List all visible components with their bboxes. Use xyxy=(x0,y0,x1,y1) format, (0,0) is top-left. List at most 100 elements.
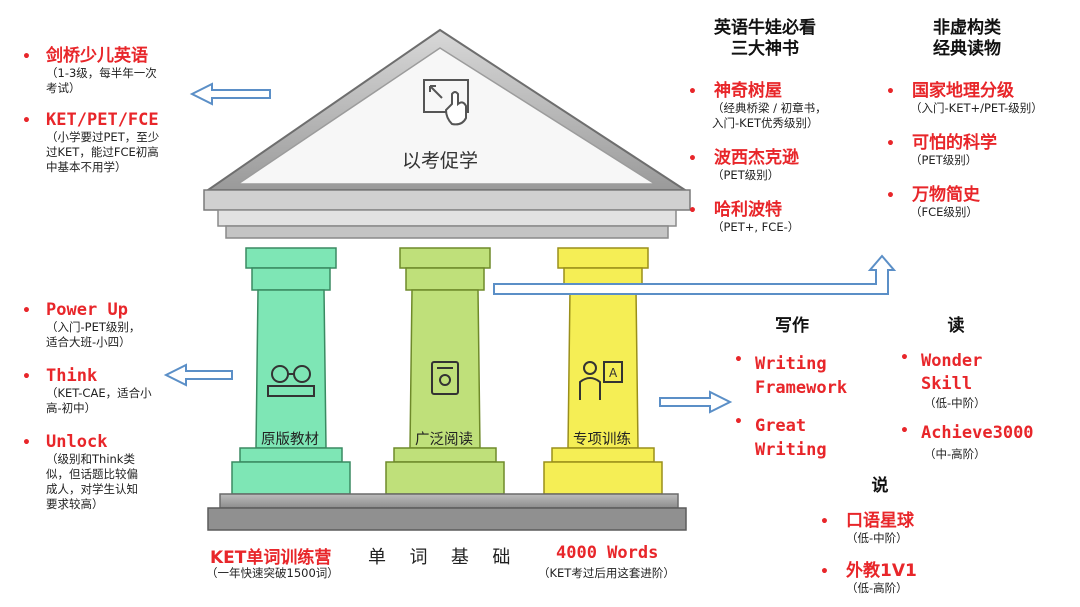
bullet: • xyxy=(900,423,909,439)
bullet: • xyxy=(22,49,31,65)
item-title: 外教1V1 xyxy=(846,561,917,581)
bullet: • xyxy=(22,303,31,319)
teacher-icon: A xyxy=(579,361,623,400)
item-title: Wonder Skill xyxy=(920,351,983,394)
column-label-2: 广泛阅读 xyxy=(415,432,473,448)
bullet: • xyxy=(886,84,895,100)
base-center-label: 单 词 基 础 xyxy=(368,547,515,568)
list-item: • 神奇树屋 （经典桥梁 / 初章书， 入门-KET优秀级别） xyxy=(688,76,878,131)
left-bottom-list: • Power Up （入门-PET级别， 适合大班-小四） • Think （… xyxy=(22,300,192,512)
bullet: • xyxy=(900,350,909,366)
list-item: • Great Writing xyxy=(734,414,874,462)
column-label-3: 专项训练 xyxy=(573,432,631,448)
item-note: （小学要过PET，至少 过KET，能过FCE初高 中基本不用学） xyxy=(46,130,160,174)
item-note: （经典桥梁 / 初章书， 入门-KET优秀级别） xyxy=(712,101,827,130)
item-note: （1-3级，每半年一次 考试） xyxy=(46,66,157,95)
list-item: • 口语星球 （低-中阶） xyxy=(820,506,990,546)
column-green xyxy=(231,247,351,495)
svg-text:A: A xyxy=(609,366,618,380)
entablature-band xyxy=(217,209,677,227)
mid-top-list: • 神奇树屋 （经典桥梁 / 初章书， 入门-KET优秀级别） • 波西杰克逊 … xyxy=(688,76,878,235)
item-title: Achieve3000 xyxy=(920,423,1034,443)
list-item: • Unlock （级别和Think类 似，但话题比较偏 成人，对学生认知 要求… xyxy=(22,432,192,512)
list-item: • Power Up （入门-PET级别， 适合大班-小四） xyxy=(22,300,192,350)
bullet: • xyxy=(820,514,829,530)
list-item: • Writing Framework xyxy=(734,352,874,400)
speaking-list: • 口语星球 （低-中阶） • 外教1V1 （低-高阶） xyxy=(820,506,990,596)
base-bottom xyxy=(207,507,687,531)
left-top-list: • 剑桥少儿英语 （1-3级，每半年一次 考试） • KET/PET/FCE （… xyxy=(22,46,192,175)
speaking-heading: 说 xyxy=(871,476,889,496)
item-title: 可怕的科学 xyxy=(912,133,998,153)
base-top xyxy=(219,493,679,509)
book-icon xyxy=(431,361,459,395)
list-item: • 波西杰克逊 （PET级别） xyxy=(688,143,878,183)
arrow-left-top xyxy=(189,82,271,106)
bullet: • xyxy=(886,188,895,204)
bullet: • xyxy=(22,113,31,129)
bullet: • xyxy=(734,414,743,430)
item-note: （低-中阶） xyxy=(924,396,986,410)
item-note: （低-中阶） xyxy=(846,531,908,545)
item-title: 国家地理分级 xyxy=(912,81,1015,101)
reading-heading: 读 xyxy=(947,316,965,336)
touch-screen-icon xyxy=(423,79,469,126)
bullet: • xyxy=(734,352,743,368)
arrow-left-bottom xyxy=(163,363,233,387)
list-item: • 剑桥少儿英语 （1-3级，每半年一次 考试） xyxy=(22,46,192,96)
bullet: • xyxy=(688,151,697,167)
right-top-list: • 国家地理分级 （入门-KET+/PET-级别） • 可怕的科学 （PET级别… xyxy=(886,76,1076,220)
item-note: （级别和Think类 似，但话题比较偏 成人，对学生认知 要求较高） xyxy=(46,452,138,511)
column-lime xyxy=(385,247,505,495)
base-left-label: KET单词训练营 xyxy=(210,548,332,568)
column-label-1: 原版教材 xyxy=(261,432,319,448)
list-item: • 国家地理分级 （入门-KET+/PET-级别） xyxy=(886,76,1076,116)
arrow-right-bottom xyxy=(659,390,733,414)
bullet: • xyxy=(22,369,31,385)
item-title: KET/PET/FCE xyxy=(46,110,159,130)
list-item: • Achieve3000 （中-高阶） xyxy=(900,423,1070,462)
item-title: 波西杰克逊 xyxy=(714,148,800,168)
item-title: 神奇树屋 xyxy=(714,81,783,101)
entablature-top xyxy=(203,189,691,211)
item-note: （PET级别） xyxy=(910,153,978,167)
bullet: • xyxy=(886,136,895,152)
item-title: Power Up xyxy=(46,300,128,320)
base-left-note: （一年快速突破1500词） xyxy=(206,566,339,580)
item-title: Writing Framework xyxy=(754,354,848,398)
list-item: • Wonder Skill （低-中阶） xyxy=(900,350,1070,411)
writing-heading: 写作 xyxy=(775,316,809,336)
item-note: （PET+, FCE-） xyxy=(712,220,800,234)
item-title: 万物简史 xyxy=(912,185,981,205)
reading-list: • Wonder Skill （低-中阶） • Achieve3000 （中-高… xyxy=(900,350,1070,462)
item-title: Great Writing xyxy=(754,416,827,460)
glasses-book-icon xyxy=(267,365,315,397)
list-item: • 万物简史 （FCE级别） xyxy=(886,180,1076,220)
list-item: • 外教1V1 （低-高阶） xyxy=(820,556,990,596)
list-item: • KET/PET/FCE （小学要过PET，至少 过KET，能过FCE初高 中… xyxy=(22,110,192,175)
item-title: 哈利波特 xyxy=(714,200,783,220)
right-top-heading: 非虚构类 经典读物 xyxy=(933,18,1001,59)
item-note: （中-高阶） xyxy=(924,447,986,461)
item-title: Unlock xyxy=(46,432,108,452)
bullet: • xyxy=(820,564,829,580)
base-right-note: （KET考过后用这套进阶） xyxy=(538,566,675,580)
item-title: Think xyxy=(46,366,98,386)
list-item: • 可怕的科学 （PET级别） xyxy=(886,128,1076,168)
item-note: （KET-CAE，适合小 高-初中） xyxy=(46,386,152,415)
list-item: • Think （KET-CAE，适合小 高-初中） xyxy=(22,366,192,416)
list-item: • 哈利波特 （PET+, FCE-） xyxy=(688,195,878,235)
item-note: （入门-PET级别， 适合大班-小四） xyxy=(46,320,141,349)
item-title: 剑桥少儿英语 xyxy=(46,46,149,66)
bullet: • xyxy=(688,84,697,100)
bullet: • xyxy=(22,435,31,451)
mid-top-heading: 英语牛娃必看 三大神书 xyxy=(714,18,816,59)
item-note: （低-高阶） xyxy=(846,581,908,595)
base-right-label: 4000 Words xyxy=(556,543,659,563)
item-note: （FCE级别） xyxy=(910,205,978,219)
entablature-bottom xyxy=(225,225,669,239)
item-title: 口语星球 xyxy=(846,511,915,531)
arrow-up-right xyxy=(493,254,897,295)
writing-list: • Writing Framework • Great Writing xyxy=(734,352,874,462)
